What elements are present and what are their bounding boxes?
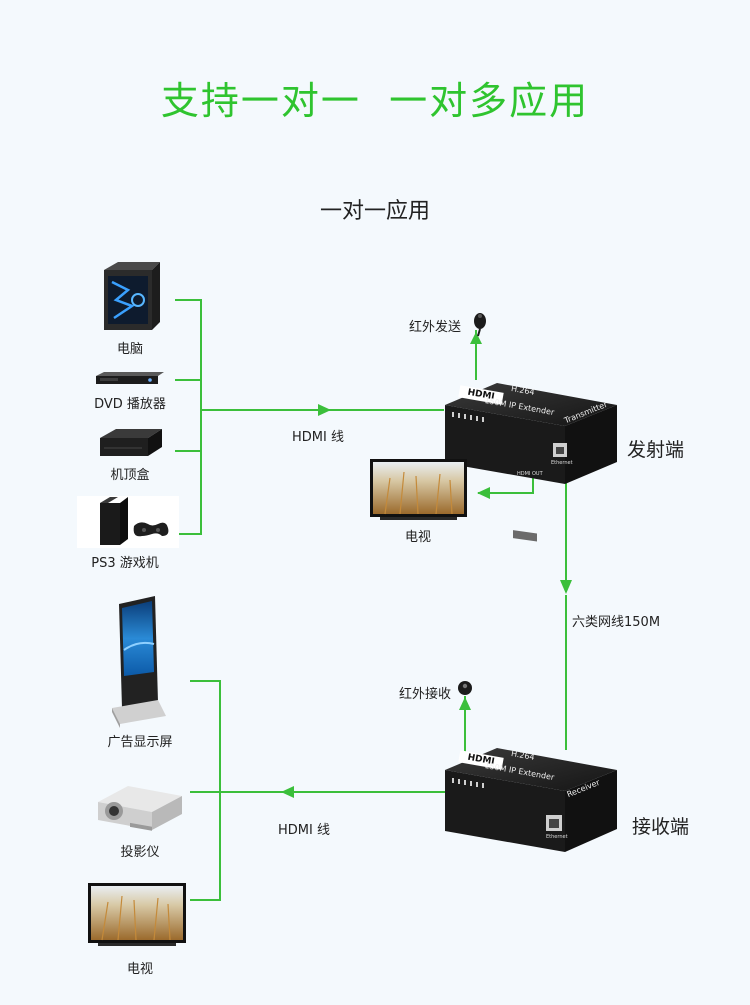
label-tv: 电视 bbox=[126, 962, 153, 977]
label-transmitter: 发射端 bbox=[627, 439, 685, 461]
projector-icon bbox=[98, 786, 182, 831]
transmitter-port-hdmi: HDMI OUT bbox=[517, 471, 543, 477]
label-receiver: 接收端 bbox=[632, 816, 690, 838]
pc-tower-icon bbox=[104, 262, 160, 330]
label-ps3: PS3 游戏机 bbox=[91, 556, 159, 571]
ir-emitter-icon bbox=[474, 313, 486, 337]
set-top-box-icon bbox=[100, 429, 162, 456]
label-dvd: DVD 播放器 bbox=[94, 397, 166, 412]
digital-signage-icon bbox=[112, 596, 166, 728]
section-title: 一对一应用 bbox=[319, 199, 430, 224]
label-pc: 电脑 bbox=[116, 342, 143, 357]
page-title: 支持一对一 一对多应用 bbox=[160, 79, 590, 123]
label-hdmi-bottom: HDMI 线 bbox=[278, 823, 330, 838]
local-tv-line bbox=[478, 478, 534, 494]
label-cat6: 六类网线150M bbox=[572, 615, 661, 630]
ir-receiver-icon bbox=[458, 681, 472, 695]
label-stb: 机顶盒 bbox=[110, 468, 150, 483]
label-local-tv: 电视 bbox=[404, 530, 431, 545]
tv-icon bbox=[88, 883, 186, 946]
label-ir-receive: 红外接收 bbox=[398, 687, 451, 702]
label-signage: 广告显示屏 bbox=[107, 735, 173, 750]
ps3-console-icon bbox=[77, 496, 179, 548]
source-bracket bbox=[175, 299, 202, 535]
label-projector: 投影仪 bbox=[120, 845, 160, 860]
display-bracket bbox=[190, 680, 221, 901]
transmitter-port-ethernet: Ethernet bbox=[551, 460, 573, 466]
receiver-port-ethernet: Ethernet bbox=[546, 834, 568, 840]
local-tv-icon bbox=[370, 459, 467, 520]
label-ir-send: 红外发送 bbox=[408, 320, 461, 335]
dvd-player-icon bbox=[96, 372, 164, 384]
arrowheads bbox=[281, 332, 572, 798]
label-hdmi-top: HDMI 线 bbox=[292, 430, 344, 445]
